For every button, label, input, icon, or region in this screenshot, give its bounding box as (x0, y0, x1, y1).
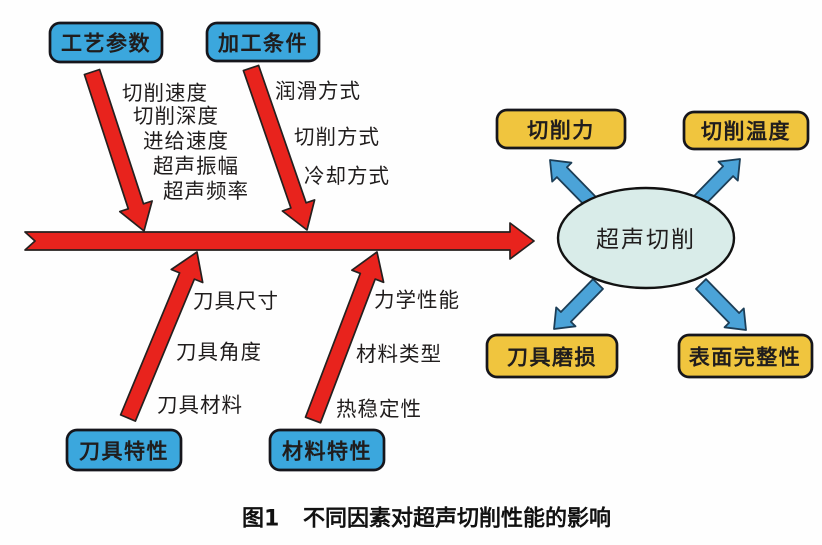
factor-cutting-speed: 切削速度 (122, 81, 208, 105)
cause-box-machining-conditions (205, 21, 321, 63)
effect-box-tool-wear-label: 刀具磨损 (507, 345, 597, 370)
factor-thermal-stability: 热稳定性 (336, 397, 422, 421)
factor-ultrasonic-amplitude: 超声振幅 (153, 154, 239, 178)
effect-box-tool-wear (485, 333, 619, 379)
effect-arrow-tool-wear (553, 278, 604, 330)
factor-tool-material: 刀具材料 (157, 393, 243, 417)
cause-box-process-parameters (48, 21, 164, 64)
figure-caption: 不同因素对超声切削性能的影响 (303, 506, 611, 532)
branch-arrow-machining-conditions (242, 64, 316, 231)
factor-material-type: 材料类型 (356, 342, 442, 366)
factor-lubrication-method: 润滑方式 (275, 79, 361, 103)
main-spine-arrow (24, 222, 535, 260)
cause-box-process-parameters-label: 工艺参数 (61, 31, 151, 56)
effect-arrow-cutting-temperature (693, 158, 741, 207)
effect-box-cutting-force-label: 切削力 (527, 118, 595, 143)
effect-box-cutting-temperature-label: 切削温度 (701, 119, 791, 144)
cause-box-material-characteristics (268, 428, 386, 472)
cause-box-tool-characteristics-label: 刀具特性 (79, 439, 169, 464)
factor-ultrasonic-frequency: 超声频率 (163, 179, 249, 203)
factor-tool-angle: 刀具角度 (176, 340, 262, 364)
branch-arrow-tool-characteristics (119, 251, 204, 422)
effect-box-cutting-temperature (682, 110, 810, 151)
factor-feed-rate: 进给速度 (143, 129, 229, 153)
effect-box-surface-integrity (677, 333, 814, 379)
factor-cutting-method: 切削方式 (294, 125, 380, 149)
effect-box-cutting-force (495, 108, 627, 150)
cause-box-machining-conditions-label: 加工条件 (217, 31, 308, 56)
cause-box-tool-characteristics (65, 428, 183, 472)
branch-arrow-material-characteristics (304, 251, 385, 424)
center-label: 超声切削 (596, 227, 696, 253)
factor-cutting-depth: 切削深度 (133, 104, 219, 128)
factor-cooling-method: 冷却方式 (304, 164, 390, 188)
effect-arrow-surface-integrity (695, 278, 747, 331)
effect-box-surface-integrity-label: 表面完整性 (689, 345, 802, 370)
factor-tool-size: 刀具尺寸 (193, 289, 279, 313)
factor-mechanical-properties: 力学性能 (374, 288, 460, 312)
figure-number: 图1 (242, 507, 279, 532)
cause-box-material-characteristics-label: 材料特性 (282, 439, 372, 464)
branch-arrow-process-parameters (83, 68, 153, 232)
center-ellipse (556, 186, 736, 290)
